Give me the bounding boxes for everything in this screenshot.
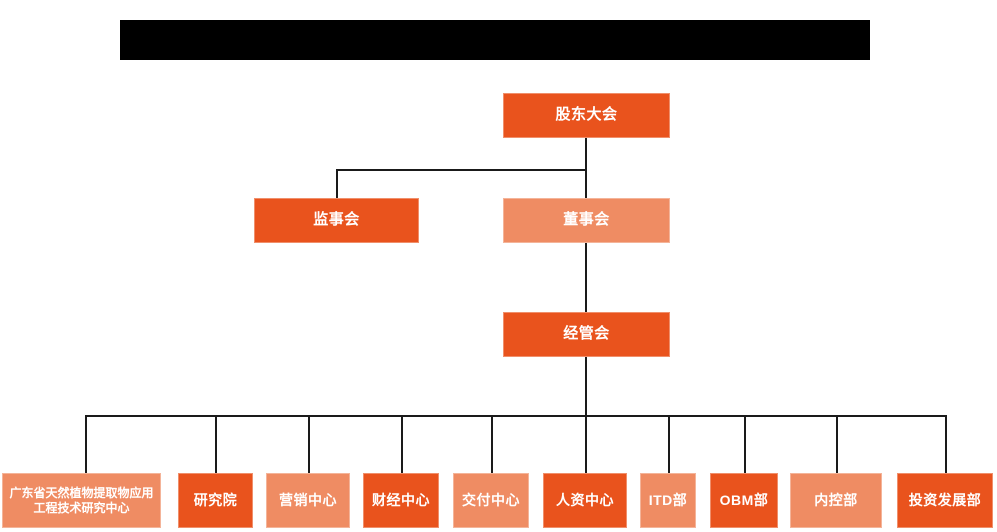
drop-finance-center [401, 415, 403, 473]
org-node-n8[interactable]: 财经中心 [363, 473, 439, 528]
org-node-label: OBM部 [719, 491, 769, 508]
drop-supervisors [336, 169, 338, 198]
org-node-label: 经管会 [563, 325, 610, 343]
org-node-n4[interactable]: 经管会 [503, 312, 670, 357]
org-node-n10[interactable]: 人资中心 [543, 473, 627, 528]
drop-gd-center [85, 415, 87, 473]
org-node-label: 研究院 [193, 491, 238, 508]
org-node-label: 董事会 [563, 211, 610, 229]
org-node-n9[interactable]: 交付中心 [453, 473, 529, 528]
org-node-n3[interactable]: 董事会 [503, 198, 670, 243]
org-node-n1[interactable]: 股东大会 [503, 93, 670, 138]
org-node-label: 监事会 [313, 211, 360, 229]
drop-investment-dev [945, 415, 947, 473]
drop-marketing-center [308, 415, 310, 473]
redacted-title-banner [120, 20, 870, 60]
org-node-n11[interactable]: ITD部 [640, 473, 696, 528]
org-node-n5[interactable]: 广东省天然植物提取物应用工程技术研究中心 [2, 473, 161, 528]
drop-internal-control [836, 415, 838, 473]
org-node-label: 营销中心 [279, 491, 337, 508]
drop-delivery-center [491, 415, 493, 473]
org-node-n13[interactable]: 内控部 [790, 473, 882, 528]
drop-hr-center [585, 415, 587, 473]
bus-tier4 [85, 415, 945, 417]
drop-research-institute [215, 415, 217, 473]
org-node-label: 广东省天然植物提取物应用工程技术研究中心 [9, 485, 154, 515]
org-node-n14[interactable]: 投资发展部 [897, 473, 993, 528]
org-node-label: 内控部 [814, 491, 858, 508]
bus-tier2 [336, 169, 586, 171]
org-node-label: 人资中心 [556, 491, 614, 508]
drop-directors [585, 169, 587, 198]
org-node-n6[interactable]: 研究院 [178, 473, 253, 528]
org-node-label: 交付中心 [462, 491, 520, 508]
org-node-n7[interactable]: 营销中心 [266, 473, 350, 528]
stem-shareholders-down [585, 138, 587, 170]
org-node-label: ITD部 [648, 491, 688, 508]
org-node-n12[interactable]: OBM部 [710, 473, 778, 528]
stem-directors-down [585, 243, 587, 312]
org-node-label: 股东大会 [555, 106, 618, 124]
stem-management-down [585, 357, 587, 415]
org-node-label: 投资发展部 [908, 491, 982, 508]
drop-itd [668, 415, 670, 473]
org-node-label: 财经中心 [372, 491, 430, 508]
drop-obm [744, 415, 746, 473]
org-node-n2[interactable]: 监事会 [254, 198, 419, 243]
